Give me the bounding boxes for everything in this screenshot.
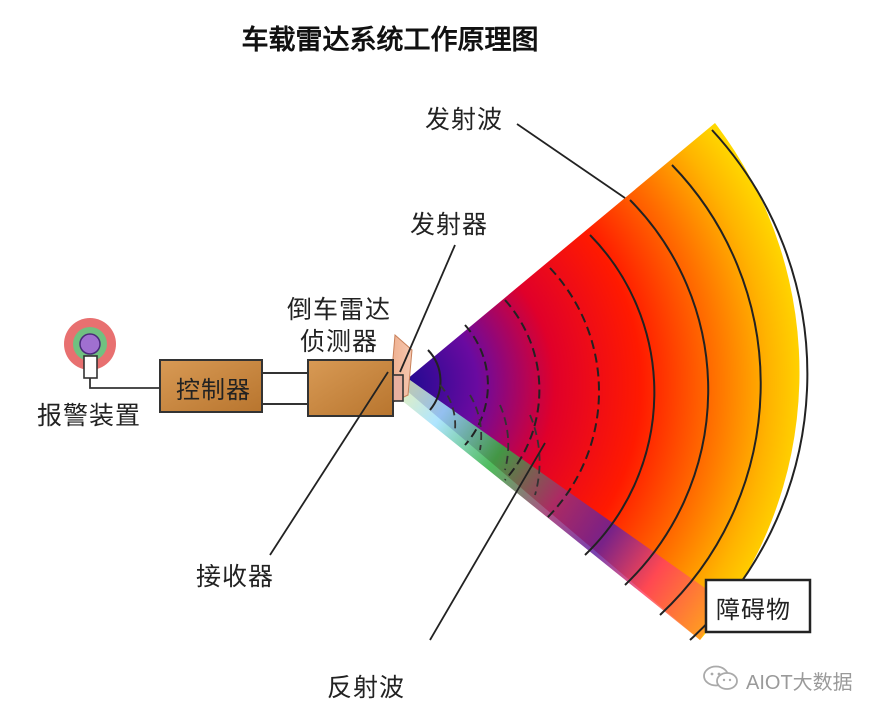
emission-wave-fan (400, 123, 800, 640)
alarm-label: 报警装置 (37, 401, 142, 430)
page-title: 车载雷达系统工作原理图 (241, 25, 539, 56)
reflected-arcs (439, 384, 541, 496)
wechat-icon (703, 665, 738, 690)
emitter-head (392, 374, 404, 402)
wave-arcs (427, 129, 809, 641)
sensor-box (307, 359, 394, 417)
sensor-label-line1: 倒车雷达 (287, 295, 392, 324)
reflection-band (395, 380, 722, 640)
reflect-wave-label: 反射波 (327, 673, 406, 702)
emitter-label: 发射器 (410, 210, 489, 239)
obstacle-label: 障碍物 (716, 596, 791, 624)
emit-wave-label: 发射波 (425, 105, 504, 134)
sensor-label-line2: 侦测器 (300, 327, 379, 356)
receiver-label: 接收器 (196, 562, 275, 591)
controller-label: 控制器 (176, 376, 251, 404)
controller-box (159, 359, 263, 413)
watermark-text: AIOT大数据 (746, 672, 853, 694)
leader-lines (269, 123, 626, 641)
obstacle-box (704, 578, 812, 634)
alarm-light-icon (64, 318, 116, 379)
